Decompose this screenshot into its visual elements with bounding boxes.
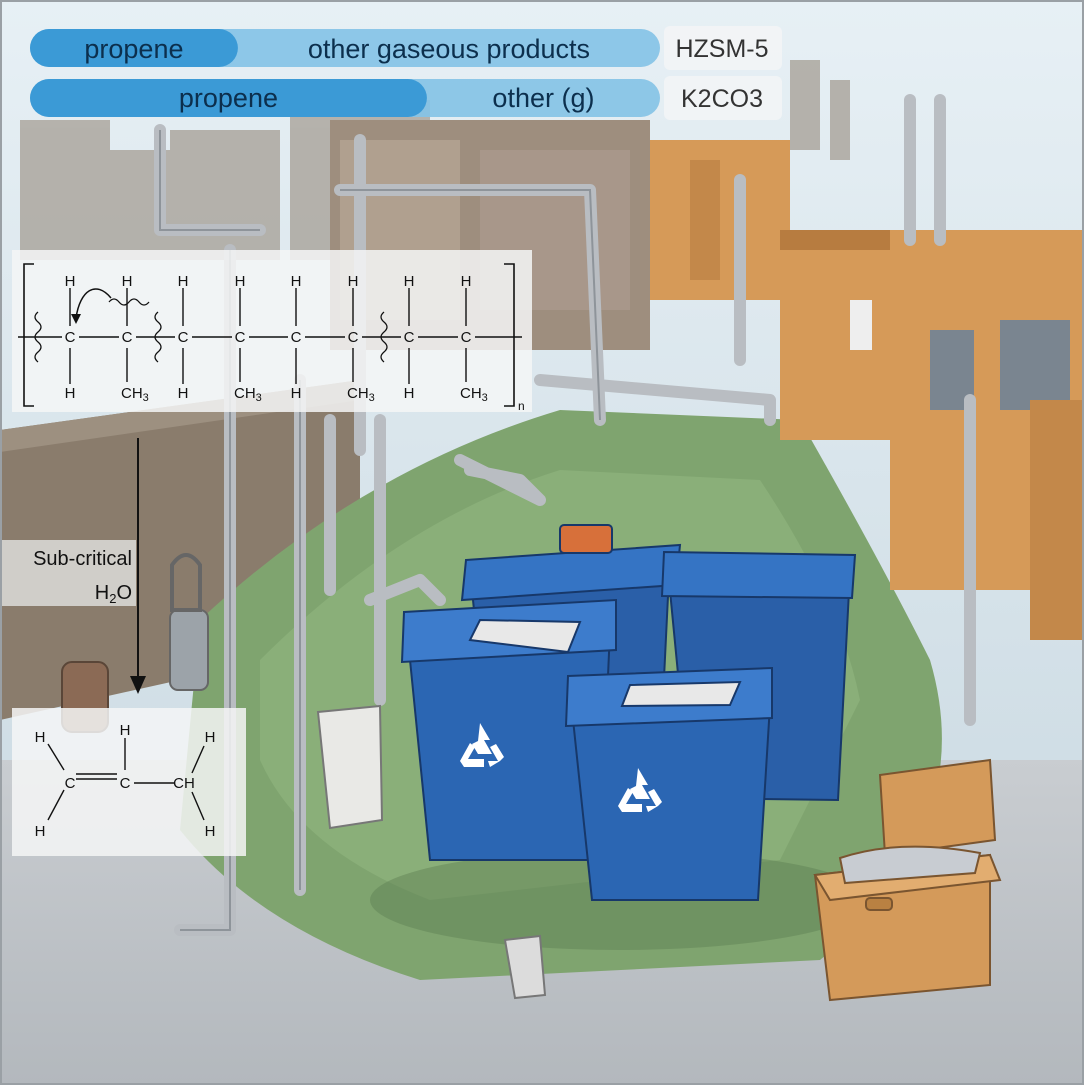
arrow-head [130, 676, 146, 694]
cleavage-marks [34, 298, 388, 363]
propene-molecule: H H H C C CH H H [12, 708, 246, 856]
atom-h: H [205, 729, 216, 746]
atom-c: C [461, 329, 472, 346]
atom-labels: H H H H H H H H C C C C C C C C H H H H … [65, 273, 488, 404]
repeat-unit-n: n [518, 399, 525, 413]
bar-segment-other-label: other gaseous products [308, 34, 590, 64]
atom-ch: CH [173, 775, 195, 792]
condition-label-bg [2, 540, 136, 606]
atom-h: H [120, 722, 131, 739]
atom-h: H [291, 273, 302, 290]
bar-row-hzsm5: propene other gaseous products HZSM-5 [30, 26, 782, 70]
atom-h: H [178, 273, 189, 290]
atom-h: H [291, 385, 302, 402]
atom-h: H [404, 385, 415, 402]
methyl-group: CH3 [234, 385, 262, 404]
atom-h: H [235, 273, 246, 290]
bar-segment-propene-label: propene [84, 34, 183, 64]
hydrogen-shift-arrow [75, 288, 112, 319]
atom-c: C [120, 775, 131, 792]
catalyst-tag-bg [664, 76, 782, 120]
atom-h: H [205, 823, 216, 840]
polypropylene-structure: n [12, 250, 532, 413]
methyl-group: CH3 [460, 385, 488, 404]
atom-h: H [461, 273, 472, 290]
atom-c: C [65, 329, 76, 346]
atom-c: C [65, 775, 76, 792]
product-bars: propene other gaseous products HZSM-5 pr… [30, 26, 782, 120]
atom-h: H [65, 273, 76, 290]
methyl-group: CH3 [347, 385, 375, 404]
catalyst-label-k2co3: K2CO3 [681, 85, 763, 113]
bar-row-k2co3: propene other (g) K2CO3 [30, 76, 782, 120]
catalyst-label-hzsm5: HZSM-5 [675, 35, 768, 63]
propene-bonds [47, 738, 205, 821]
atom-c: C [404, 329, 415, 346]
atom-c: C [122, 329, 133, 346]
condition-label-water: H2O [95, 582, 132, 606]
arrowhead [71, 314, 81, 324]
reaction-arrow: Sub-critical H2O [2, 438, 146, 694]
atom-c: C [291, 329, 302, 346]
atom-h: H [178, 385, 189, 402]
atom-h: H [35, 823, 46, 840]
bar-segment-propene [30, 29, 238, 67]
atom-h: H [122, 273, 133, 290]
right-bracket [504, 263, 515, 407]
atom-h: H [65, 385, 76, 402]
bar-segment-other-label: other (g) [492, 83, 594, 113]
atom-h: H [35, 729, 46, 746]
atom-h: H [404, 273, 415, 290]
atom-c: C [348, 329, 359, 346]
bar-segment-propene-label: propene [179, 83, 278, 113]
molecule-panel [12, 708, 246, 856]
condition-label-subcritical: Sub-critical [33, 548, 132, 570]
propene-atoms: H H H C C CH H H [35, 722, 216, 840]
backbone-bonds [18, 288, 522, 384]
atom-h: H [348, 273, 359, 290]
atom-c: C [178, 329, 189, 346]
atom-c: C [235, 329, 246, 346]
left-bracket [23, 263, 34, 407]
catalyst-tag-bg [664, 26, 782, 70]
structure-panel [12, 250, 532, 412]
methyl-group: CH3 [121, 385, 149, 404]
bar-segment-propene [30, 79, 427, 117]
